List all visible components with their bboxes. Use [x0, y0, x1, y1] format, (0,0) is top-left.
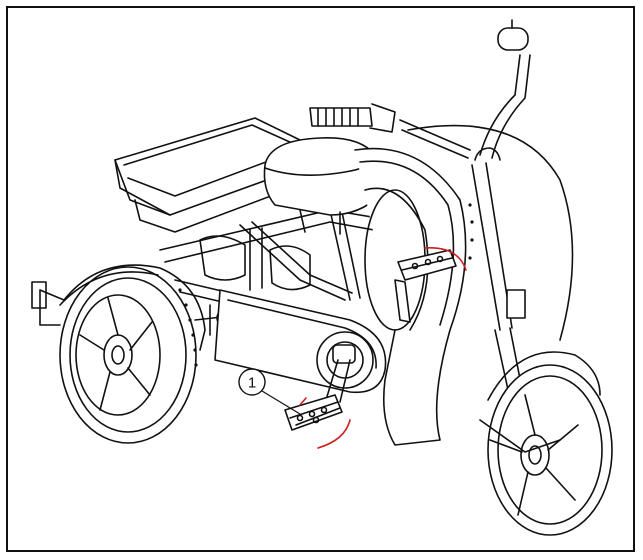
pedals — [284, 249, 457, 431]
callout-1: 1 — [238, 368, 301, 415]
rotation-arrow-rear-pedal — [424, 247, 467, 271]
front-wheel — [479, 351, 613, 536]
front-fairing — [354, 147, 467, 446]
callout-leader-line — [261, 390, 301, 415]
rotation-arrow-front-pedal — [317, 419, 351, 449]
crank-arms — [325, 279, 411, 403]
callout-circle — [238, 368, 266, 396]
figure-frame — [6, 6, 635, 552]
rotation-arrows — [299, 247, 467, 449]
fender-rivets — [178, 203, 474, 367]
left-rear-wheel — [31, 264, 206, 444]
rotation-arrow-tick — [299, 397, 307, 406]
callout-number: 1 — [248, 375, 256, 392]
